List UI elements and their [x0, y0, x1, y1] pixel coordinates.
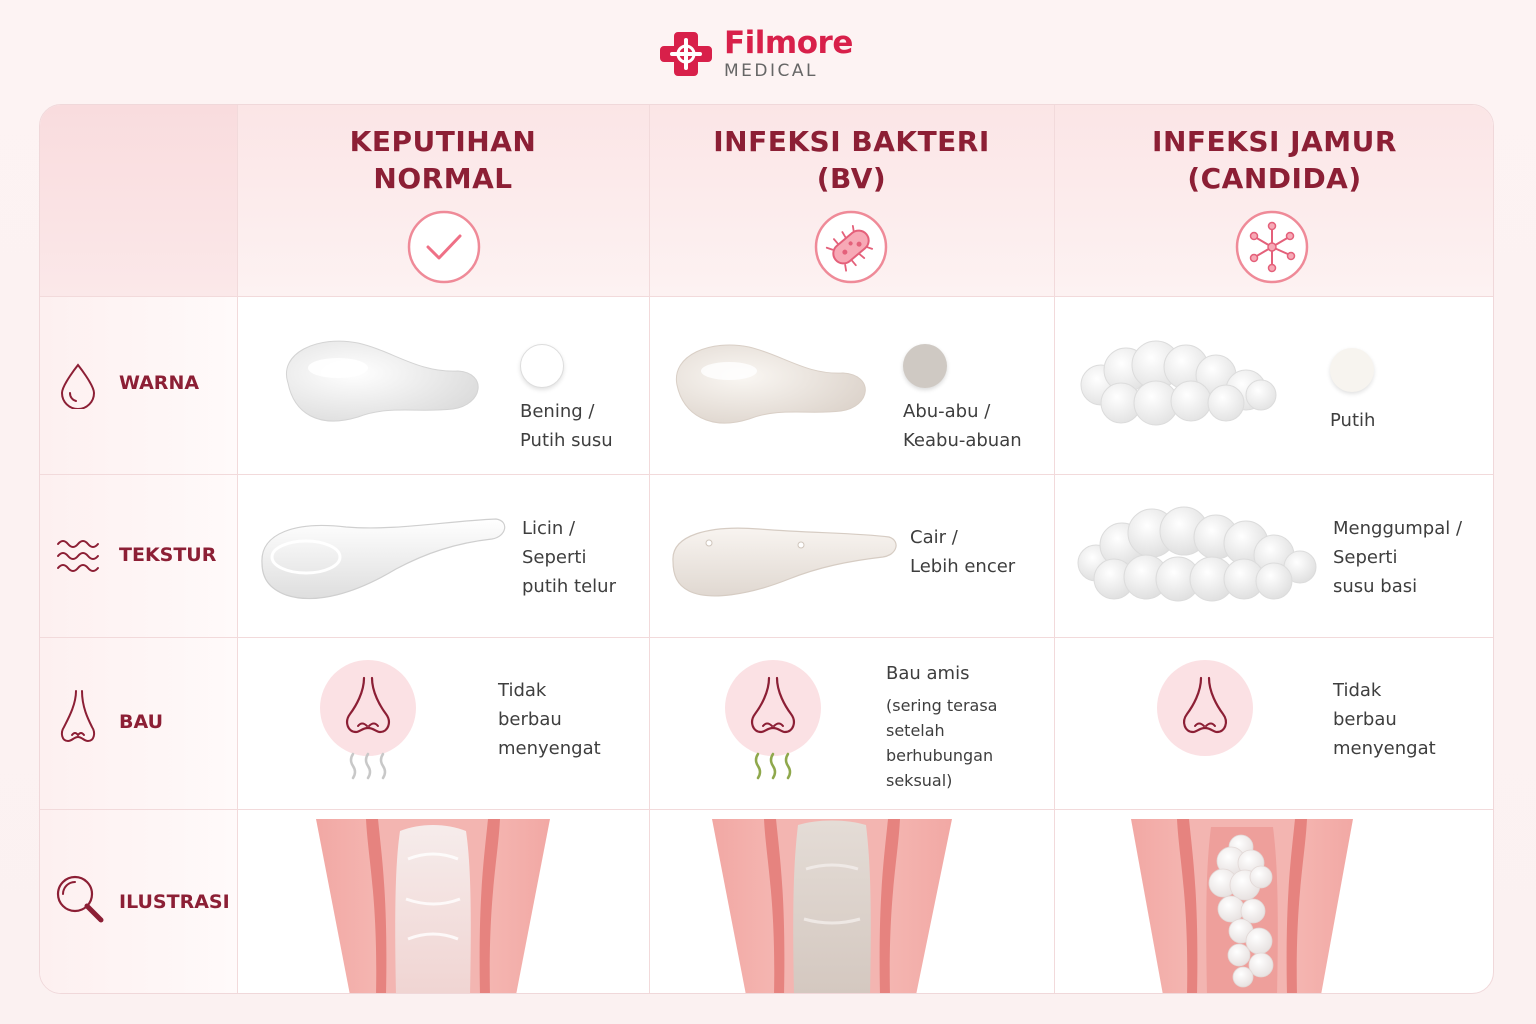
grey-discharge-blob [675, 344, 866, 424]
color-swatch-normal [520, 344, 564, 388]
brand-name: Filmore [724, 25, 853, 61]
nose-odor-icon-normal [320, 660, 416, 780]
row-label-bau: BAU [40, 637, 237, 809]
clear-discharge-blob [285, 340, 479, 422]
waves-icon [57, 540, 99, 572]
magnifier-icon [56, 875, 104, 923]
clumpy-discharge-blob [1080, 340, 1277, 426]
tekstur-candida-text: Menggumpal / Seperti susu basi [1333, 518, 1463, 597]
watery-texture-blob [672, 527, 897, 597]
tekstur-normal-text: Licin / Seperti putih telur [522, 518, 616, 597]
row-label-tekstur: TEKSTUR [40, 474, 237, 637]
column-title-candida: INFEKSI JAMUR (CANDIDA) [1152, 125, 1397, 195]
color-swatch-candida [1330, 348, 1374, 392]
comparison-table: KEPUTIHAN NORMAL INFEKSI BAKTERI (BV) IN… [39, 104, 1494, 994]
color-swatch-bv [903, 344, 947, 388]
bau-bv-text: (sering terasa setelah berhubungan seksu… [886, 696, 998, 790]
illustration-bv [712, 819, 952, 993]
warna-normal-text: Bening / Putih susu [520, 401, 613, 451]
illustration-candida [1131, 819, 1353, 993]
medical-cross-icon [660, 32, 712, 76]
warna-bv-text: Abu-abu / Keabu-abuan [903, 401, 1022, 451]
row-label-ilustrasi: ILUSTRASI [40, 809, 237, 993]
illustration-normal [316, 819, 550, 993]
curdy-texture-blob [1077, 506, 1317, 602]
row-label-warna: WARNA [40, 296, 237, 474]
slippery-texture-blob [261, 518, 506, 600]
brand-logo: Filmore MEDICAL [658, 24, 853, 84]
drop-icon [60, 363, 96, 409]
bau-bv-title: Bau amis [886, 663, 970, 684]
column-title-normal: KEPUTIHAN NORMAL [349, 125, 537, 195]
nose-icon [60, 690, 96, 743]
bacteria-icon [814, 210, 888, 284]
nose-odor-icon-bv [725, 660, 821, 780]
header-corner-cell [40, 105, 237, 296]
brand-sub: MEDICAL [724, 61, 818, 81]
fungus-icon [1235, 210, 1309, 284]
nose-odor-icon-candida [1157, 660, 1253, 756]
column-title-bv: INFEKSI BAKTERI (BV) [713, 125, 990, 195]
tekstur-bv-text: Cair / Lebih encer [910, 527, 1016, 577]
bau-candida-text: Tidak berbau menyengat [1333, 680, 1436, 759]
check-icon [407, 210, 481, 284]
warna-candida-text: Putih [1330, 410, 1376, 431]
bau-normal-text: Tidak berbau menyengat [498, 680, 601, 759]
